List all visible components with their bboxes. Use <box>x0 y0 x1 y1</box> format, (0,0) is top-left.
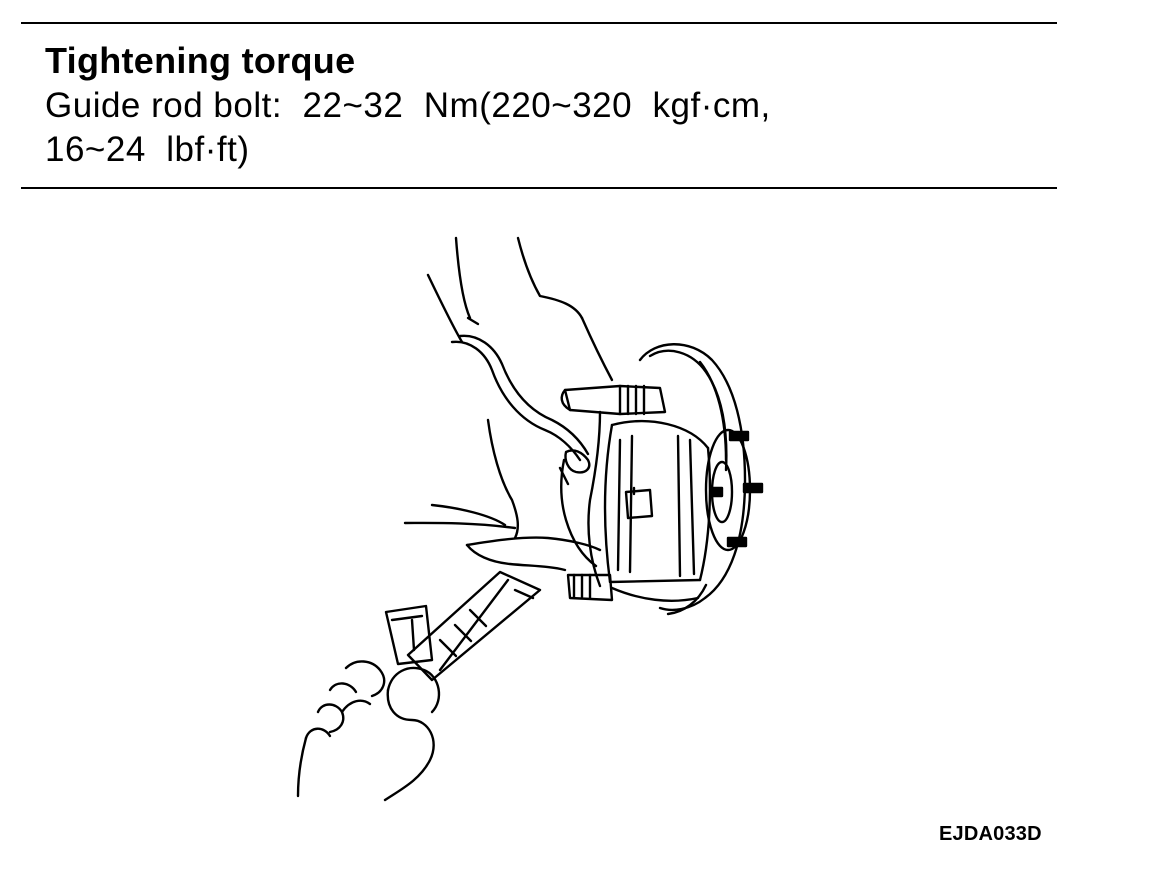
figure-code: EJDA033D <box>939 823 1042 845</box>
top-rule <box>21 22 1057 24</box>
wheel-hub <box>704 428 764 552</box>
brake-caliper <box>560 384 712 602</box>
spec-line-1: Guide rod bolt: 22~32 Nm(220~320 kgf·cm, <box>45 86 771 125</box>
torque-wrench <box>406 570 542 682</box>
bottom-rule <box>21 187 1057 189</box>
spec-title: Tightening torque <box>45 40 356 81</box>
steering-knuckle <box>403 418 602 572</box>
brake-hose <box>450 334 591 486</box>
hand <box>296 604 441 802</box>
strut-lines <box>426 236 614 382</box>
brake-rotor <box>638 343 747 616</box>
spec-line-2: 16~24 lbf·ft) <box>45 130 250 169</box>
torque-spec-box: Tightening torque Guide rod bolt: 22~32 … <box>45 38 1045 172</box>
